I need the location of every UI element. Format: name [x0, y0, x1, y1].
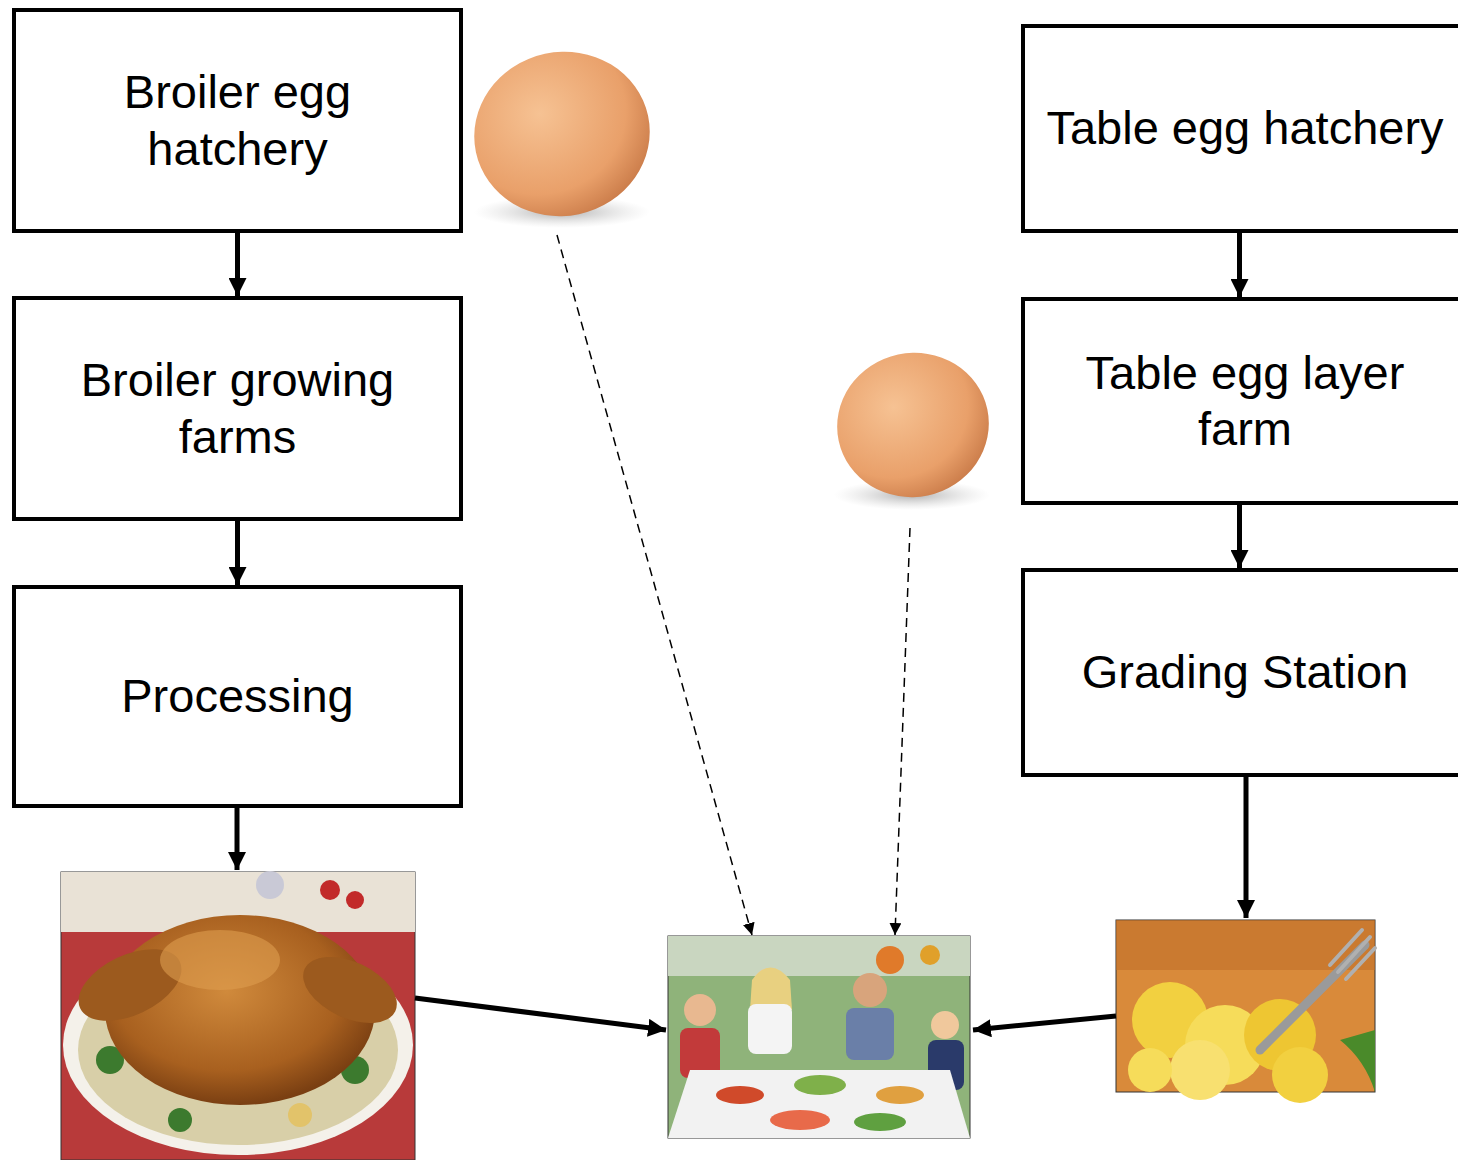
flow-arrow	[415, 998, 666, 1030]
process-box: Processing	[12, 585, 463, 808]
flow-arrow	[1237, 505, 1242, 568]
box-label: Broiler egg hatchery	[88, 64, 388, 177]
process-box: Table egg hatchery	[1021, 24, 1458, 233]
box-label: Broiler growing farms	[68, 352, 408, 465]
box-label: Processing	[121, 668, 354, 724]
flow-arrow	[1244, 777, 1249, 918]
flow-arrow	[235, 521, 240, 585]
flow-arrow	[235, 233, 240, 296]
dashed-arrow	[895, 528, 910, 935]
roast-chicken-picture	[61, 871, 415, 1160]
box-label: Table egg layer farm	[1070, 345, 1420, 458]
process-box: Table egg layer farm	[1021, 297, 1458, 505]
scrambled-eggs-picture	[1116, 920, 1375, 1103]
flow-arrow	[973, 1016, 1116, 1030]
process-box: Broiler growing farms	[12, 296, 463, 521]
flow-arrow	[235, 808, 240, 870]
box-label: Table egg hatchery	[1046, 100, 1443, 156]
egg-picture	[459, 35, 665, 232]
process-box: Broiler egg hatchery	[12, 8, 463, 233]
box-label: Grading Station	[1082, 644, 1409, 700]
family-dinner-picture	[668, 936, 970, 1138]
flow-arrow	[1237, 233, 1242, 297]
dashed-arrow	[557, 235, 752, 935]
process-box: Grading Station	[1021, 568, 1458, 777]
egg-picture	[824, 339, 1003, 511]
